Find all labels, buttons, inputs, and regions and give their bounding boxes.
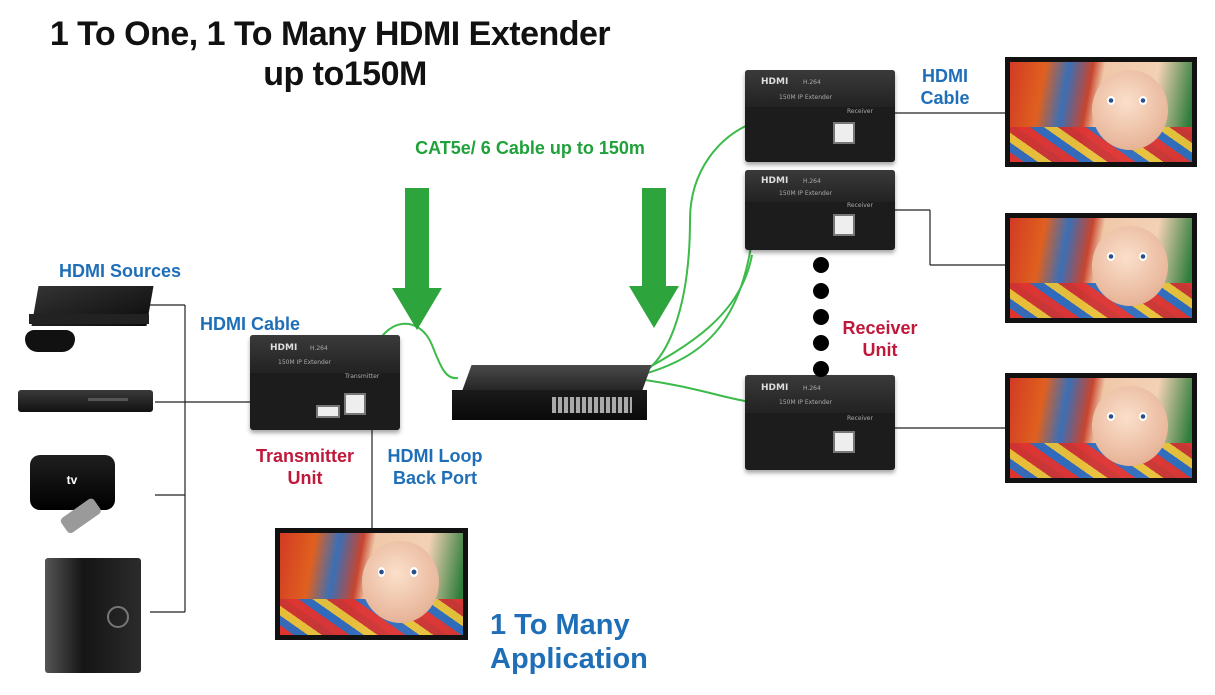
page-title: 1 To One, 1 To Many HDMI Extender up to1… (20, 14, 640, 94)
title-line1: 1 To One, 1 To Many HDMI Extender (49, 15, 611, 53)
receiver-2-name: Receiver (847, 202, 873, 209)
receiver-3-logo: HDMI (761, 383, 789, 393)
receiver-1-extender: 150M IP Extender (779, 94, 832, 101)
network-switch-icon (452, 365, 652, 423)
ethernet-port (833, 214, 855, 236)
receiver-2-logo: HDMI (761, 176, 789, 186)
continuation-dot (813, 283, 829, 299)
hdmi-cable-right-line2: Cable (920, 88, 970, 108)
continuation-dot (813, 309, 829, 325)
receiver-label-line2: Unit (862, 340, 898, 360)
game-console-icon (25, 286, 154, 356)
transmitter-label-line1: Transmitter (255, 446, 355, 466)
receiver-1-model: H.264 (803, 79, 821, 86)
hdmi-loop-back-label: HDMI Loop Back Port (375, 445, 495, 489)
apple-tv-icon: tv (30, 455, 160, 535)
title-line2: up to150M (263, 55, 427, 93)
loop-label-line2: Back Port (392, 468, 478, 488)
transmitter-name-text: Transmitter (345, 373, 380, 380)
transmitter-unit: HDMI H.264 150M IP Extender Transmitter (250, 335, 400, 430)
continuation-dot (813, 335, 829, 351)
receiver-1-name: Receiver (847, 108, 873, 115)
application-label: 1 To Many Application (490, 609, 648, 675)
transmitter-unit-label: Transmitter Unit (245, 445, 365, 489)
hdmi-cable-left-label: HDMI Cable (199, 314, 300, 334)
loopback-monitor (275, 528, 468, 640)
receiver-unit-3: HDMI H.264 150M IP Extender Receiver (745, 375, 895, 470)
receiver-2-model: H.264 (803, 178, 821, 185)
receiver-unit-2: HDMI H.264 150M IP Extender Receiver (745, 170, 895, 250)
hdmi-port (316, 405, 340, 418)
continuation-dot (813, 257, 829, 273)
ethernet-port (344, 393, 366, 415)
loop-label-line1: HDMI Loop (387, 446, 483, 466)
hdmi-cable-right-label: HDMI Cable (905, 65, 985, 109)
receiver-unit-label: Receiver Unit (830, 317, 930, 361)
receiver-label-line1: Receiver (842, 318, 918, 338)
receiver-1-logo: HDMI (761, 77, 789, 87)
bluray-player-icon (18, 390, 153, 416)
cat-cable-label: CAT5e/ 6 Cable up to 150m (415, 138, 645, 158)
receiver-unit-1: HDMI H.264 150M IP Extender Receiver (745, 70, 895, 162)
transmitter-extender-text: 150M IP Extender (278, 359, 331, 366)
baby-photo-monitor-icon (1005, 57, 1197, 167)
receiver-3-name: Receiver (847, 415, 873, 422)
hdmi-sources-label: HDMI Sources (58, 261, 182, 281)
transmitter-model: H.264 (310, 345, 328, 352)
baby-photo-monitor-icon (1005, 213, 1197, 323)
desktop-pc-icon (45, 558, 145, 678)
cat-cables (371, 121, 756, 403)
baby-photo-monitor-icon (1005, 373, 1197, 483)
hdmi-source-bus (150, 112, 1005, 613)
ethernet-port (833, 431, 855, 453)
continuation-dot (813, 361, 829, 377)
transmitter-logo: HDMI (270, 343, 298, 353)
transmitter-label-line2: Unit (287, 468, 323, 488)
receiver-2-extender: 150M IP Extender (779, 190, 832, 197)
receiver-3-extender: 150M IP Extender (779, 399, 832, 406)
down-arrow-icon (392, 188, 442, 330)
down-arrow-icon (629, 188, 679, 328)
ethernet-port (833, 122, 855, 144)
receiver-3-model: H.264 (803, 385, 821, 392)
hdmi-cable-right-line1: HDMI (922, 66, 968, 86)
